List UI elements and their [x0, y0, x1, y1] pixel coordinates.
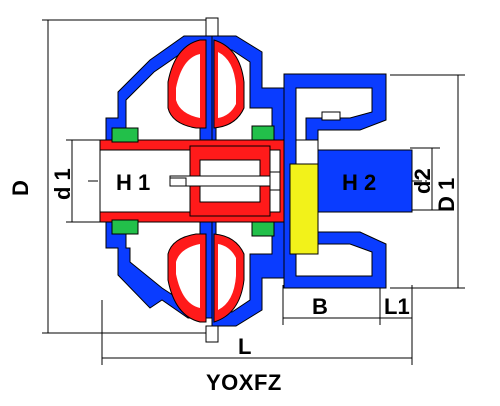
dim-label-d2: d2	[410, 168, 435, 194]
dim-label-D: D	[8, 180, 33, 196]
dim-label-H2: H 2	[342, 170, 377, 195]
bearing-lower-right	[251, 221, 275, 237]
dimension-lines	[42, 19, 465, 365]
input-shaft	[99, 139, 291, 223]
dim-label-B: B	[312, 294, 328, 319]
dim-label-L: L	[238, 334, 252, 359]
dim-label-H1: H 1	[116, 170, 151, 195]
bearing-upper-right	[251, 125, 275, 141]
dim-label-L1: L1	[384, 294, 410, 319]
bearings	[111, 125, 275, 237]
bearing-upper-left	[111, 127, 139, 143]
dim-label-d1: d 1	[50, 168, 75, 200]
coupling-disc	[289, 163, 319, 255]
model-label: YOXFZ	[206, 370, 282, 395]
bearing-lower-left	[111, 219, 139, 235]
dim-label-D1: D 1	[434, 177, 459, 212]
bolts	[169, 17, 341, 343]
